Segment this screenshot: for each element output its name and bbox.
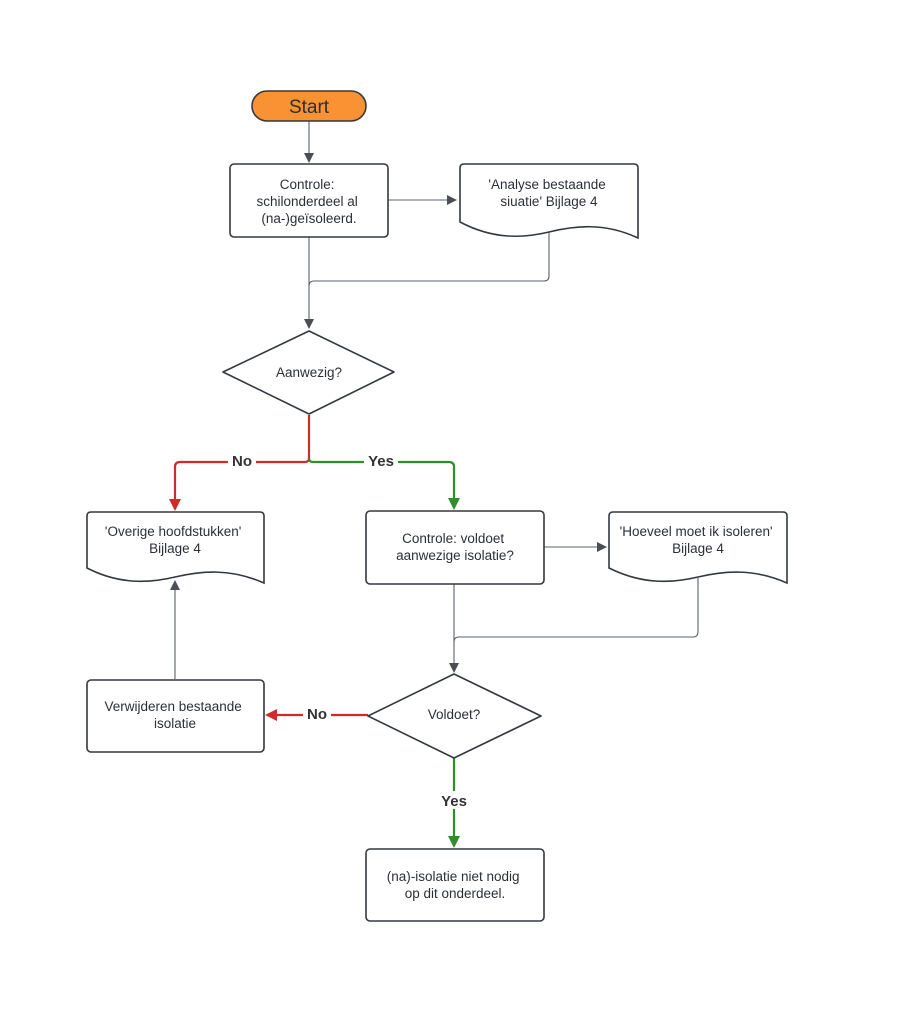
edge-analyse-to-aanwezig [308, 232, 550, 287]
svg-text:'Hoeveel moet ik isoleren': 'Hoeveel moet ik isoleren' Bijlage 4 [620, 524, 777, 556]
edge-hoeveel-to-voldoet [453, 578, 699, 643]
edge-labels: No Yes No Yes [228, 452, 472, 810]
controle-voldoet-line-1: Controle: voldoet [402, 531, 504, 546]
node-start[interactable]: Start [251, 90, 367, 122]
analyse-line-2: siuatie' Bijlage 4 [500, 194, 598, 209]
voldoet-label: Voldoet? [428, 707, 481, 722]
controle-schil-line-2: schilonderdeel al [256, 194, 357, 209]
verwijderen-line-2: isolatie [154, 716, 196, 731]
start-label: Start [289, 97, 330, 118]
niet-nodig-line-2: op dit onderdeel. [405, 886, 506, 901]
node-controle-schilonderdeel[interactable]: Controle: schilonderdeel al (na-)geïsole… [229, 163, 389, 238]
edge-label-aanwezig-no: No [232, 453, 252, 470]
overige-line-2: Bijlage 4 [149, 541, 201, 556]
node-aanwezig-decision[interactable]: Aanwezig? [222, 330, 395, 415]
node-hoeveel-document[interactable]: 'Hoeveel moet ik isoleren' Bijlage 4 [608, 511, 788, 585]
svg-text:(na)-isolatie niet nodig: (na)-isolatie niet nodig op dit onderdee… [387, 869, 524, 901]
hoeveel-line-2: Bijlage 4 [672, 541, 724, 556]
verwijderen-line-1: Verwijderen bestaande [104, 699, 241, 714]
controle-voldoet-line-2: aanwezige isolatie? [396, 548, 514, 563]
svg-text:Controle: schilonderdeel: Controle: schilonderdeel al (na-)geïsole… [256, 177, 361, 226]
niet-nodig-line-1: (na)-isolatie niet nodig [387, 869, 520, 884]
overige-line-1: 'Overige hoofdstukken' [105, 524, 241, 539]
controle-schil-line-3: (na-)geïsoleerd. [261, 211, 356, 226]
node-overige-document[interactable]: 'Overige hoofdstukken' Bijlage 4 [86, 511, 265, 585]
node-niet-nodig[interactable]: (na)-isolatie niet nodig op dit onderdee… [365, 848, 545, 922]
edge-label-voldoet-yes: Yes [441, 793, 467, 810]
edge-label-aanwezig-yes: Yes [368, 453, 394, 470]
analyse-line-1: 'Analyse bestaande [488, 177, 605, 192]
svg-text:Verwijderen bestaande is: Verwijderen bestaande isolatie [104, 699, 245, 731]
controle-schil-line-1: Controle: [280, 177, 335, 192]
node-verwijderen[interactable]: Verwijderen bestaande isolatie [86, 679, 265, 753]
node-voldoet-decision[interactable]: Voldoet? [367, 673, 542, 759]
edge-label-voldoet-no: No [307, 706, 327, 723]
svg-text:'Overige hoofdstukken' B: 'Overige hoofdstukken' Bijlage 4 [105, 524, 245, 556]
node-controle-voldoet[interactable]: Controle: voldoet aanwezige isolatie? [365, 510, 545, 585]
node-analyse-document[interactable]: 'Analyse bestaande siuatie' Bijlage 4 [459, 163, 639, 240]
svg-text:Controle: voldoet aanwez: Controle: voldoet aanwezige isolatie? [396, 531, 514, 563]
edge-aanwezig-yes [307, 457, 460, 510]
aanwezig-label: Aanwezig? [276, 365, 342, 380]
svg-text:'Analyse bestaande siuat: 'Analyse bestaande siuatie' Bijlage 4 [488, 177, 609, 209]
hoeveel-line-1: 'Hoeveel moet ik isoleren' [620, 524, 773, 539]
